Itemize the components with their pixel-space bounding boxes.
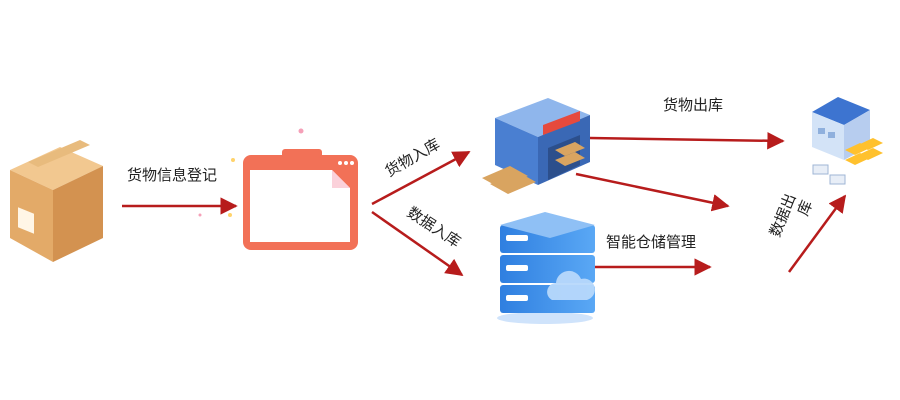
arrow-warehouse-down xyxy=(575,172,730,212)
cardboard-box-icon xyxy=(10,140,103,262)
arrow-data-in xyxy=(371,210,464,277)
arrow-data-out xyxy=(787,194,847,273)
data-in-label: 数据入库 xyxy=(404,203,464,251)
arrow-goods-in xyxy=(371,150,471,206)
data-out-label-line1: 数据出 xyxy=(766,191,800,239)
goods-out-label: 货物出库 xyxy=(663,96,723,114)
goods-in-label: 货物入库 xyxy=(382,135,443,181)
logistics-center-icon xyxy=(812,97,883,185)
browser-form-icon xyxy=(198,128,358,250)
cloud-server-icon xyxy=(497,212,595,324)
data-out-label: 数据出 库 xyxy=(766,187,818,247)
register-label: 货物信息登记 xyxy=(127,166,217,184)
warehouse-icon xyxy=(482,98,590,194)
data-out-label-line2: 库 xyxy=(794,198,816,219)
arrow-goods-out xyxy=(589,132,785,150)
smart-mgmt-label: 智能仓储管理 xyxy=(606,233,696,251)
